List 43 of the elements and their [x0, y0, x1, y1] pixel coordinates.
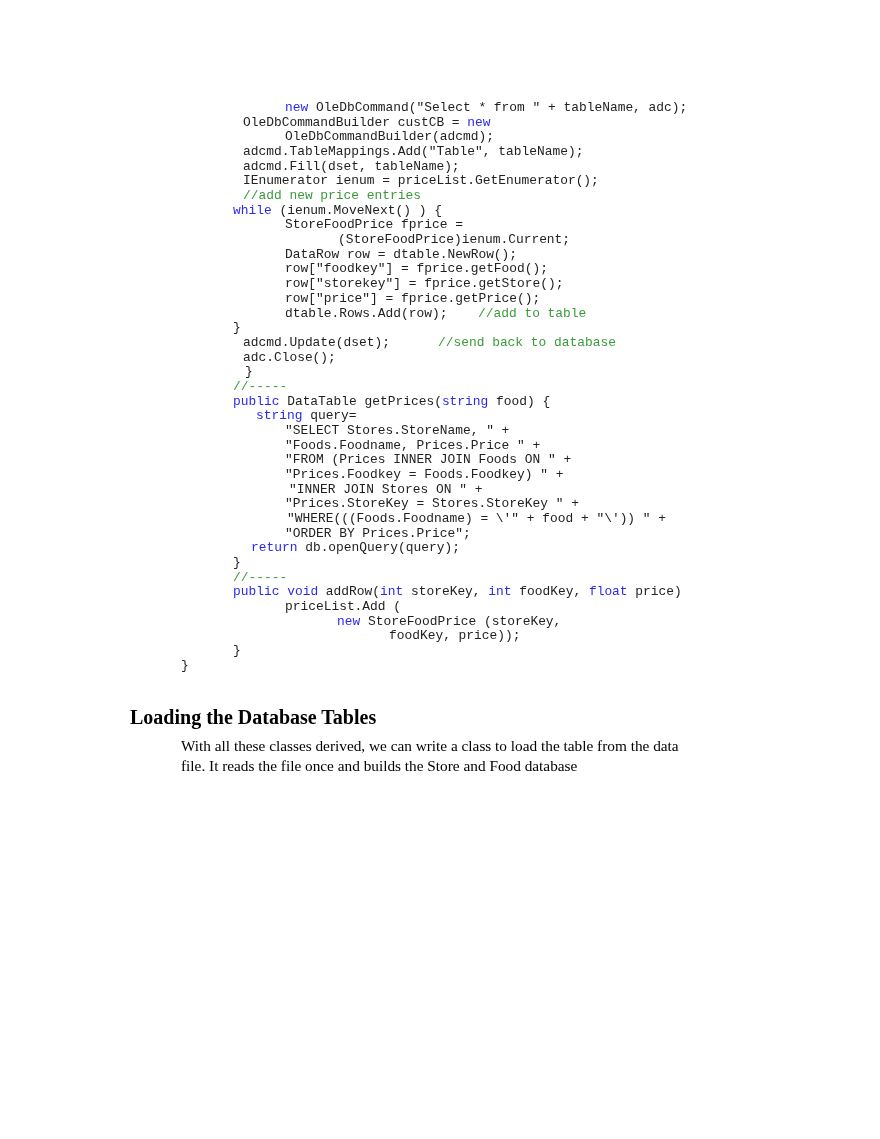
- code-line: IEnumerator ienum = priceList.GetEnumerator();: [243, 173, 599, 189]
- code-line: "SELECT Stores.StoreName, " +: [285, 422, 510, 438]
- code-line: "Foods.Foodname, Prices.Price " +: [285, 437, 541, 453]
- code-comment: //send back to database: [438, 334, 616, 350]
- code-line: return db.openQuery(query);: [251, 540, 460, 556]
- code-comment: //add new price entries: [243, 188, 421, 204]
- code-line: StoreFoodPrice fprice =: [285, 217, 463, 233]
- code-line: "INNER JOIN Stores ON " +: [289, 481, 483, 497]
- code-line: DataRow row = dtable.NewRow();: [285, 246, 518, 262]
- code-line: adcmd.Update(dset);: [243, 334, 390, 350]
- code-line: OleDbCommandBuilder(adcmd);: [285, 129, 494, 145]
- code-line: row["price"] = fprice.getPrice();: [285, 290, 541, 306]
- code-line: adc.Close();: [243, 349, 336, 365]
- code-comment: //add to table: [478, 305, 587, 321]
- code-line: foodKey, price));: [389, 628, 521, 644]
- code-line: }: [181, 657, 189, 673]
- code-line: "Prices.Foodkey = Foods.Foodkey) " +: [285, 467, 564, 482]
- code-line: }: [233, 555, 241, 571]
- code-line: "FROM (Prices INNER JOIN Foods ON " +: [285, 452, 572, 468]
- code-comment: //-----: [233, 569, 288, 585]
- code-line: adcmd.Fill(dset, tableName);: [243, 158, 460, 174]
- code-line: new OleDbCommand("Select * from " + tableName, adc);: [285, 100, 688, 115]
- code-line: public void addRow(int storeKey, int foodKey, float price): [233, 584, 682, 600]
- code-line: (StoreFoodPrice)ienum.Current;: [338, 232, 571, 248]
- code-line: }: [245, 364, 253, 380]
- code-line: }: [233, 320, 241, 336]
- code-line: "ORDER BY Prices.Price";: [285, 525, 471, 541]
- code-line: OleDbCommandBuilder custCB = new: [243, 114, 491, 130]
- code-line: row["foodkey"] = fprice.getFood();: [285, 261, 548, 277]
- code-line: dtable.Rows.Add(row);: [285, 305, 448, 321]
- code-comment: //-----: [233, 378, 288, 394]
- code-line: }: [233, 643, 241, 659]
- body-paragraph: With all these classes derived, we can write a class to load the table from the data file. It reads the file once and builds the Store and Food database: [181, 736, 680, 776]
- code-line: while (ienum.MoveNext() ) {: [233, 202, 442, 218]
- code-line: adcmd.TableMappings.Add("Table", tableName);: [243, 144, 584, 160]
- section-heading: Loading the Database Tables: [130, 706, 377, 729]
- code-line: priceList.Add (: [285, 599, 402, 615]
- code-line: "Prices.StoreKey = Stores.StoreKey " +: [285, 496, 579, 512]
- code-line: string query=: [256, 408, 357, 424]
- code-line: "WHERE(((Foods.Foodname) = \'" + food + "\')) " +: [287, 511, 667, 527]
- code-line: new StoreFoodPrice (storeKey,: [337, 613, 562, 629]
- code-line: public DataTable getPrices(string food) {: [233, 393, 551, 409]
- code-line: row["storekey"] = fprice.getStore();: [285, 276, 564, 292]
